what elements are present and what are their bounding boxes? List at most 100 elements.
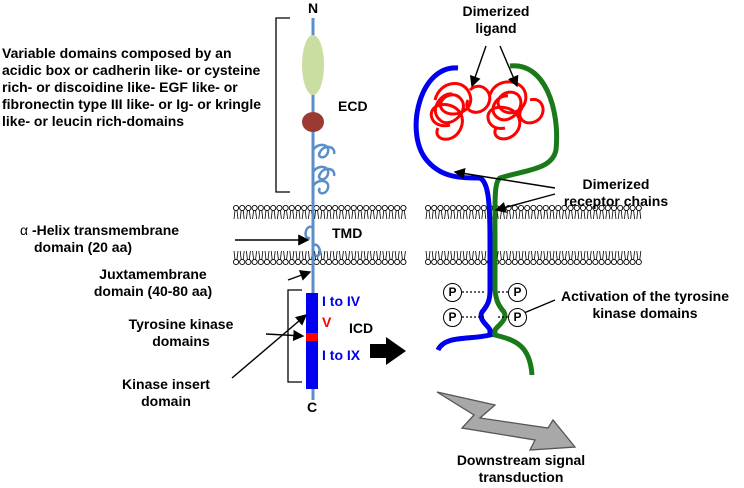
lipid-head [468, 250, 475, 266]
lipid-head [319, 204, 326, 220]
lipid-head [263, 250, 271, 266]
downstream-line-2: transduction [478, 469, 564, 485]
lipid-head [449, 250, 456, 266]
lipid-head [536, 250, 543, 266]
lipid-head [344, 250, 351, 266]
transition-arrow [370, 337, 406, 365]
lipid-head [573, 250, 580, 266]
lipid-head [474, 204, 481, 220]
icd-label: ICD [349, 320, 374, 336]
ecd-bracket [275, 17, 290, 193]
dimerized-ligand [429, 80, 545, 141]
lipid-head [325, 204, 333, 220]
activation-line-2: kinase domains [592, 305, 698, 321]
lipid-head [455, 204, 463, 220]
kinase-insert-v-label: V [322, 314, 332, 330]
lipid-head [257, 204, 264, 220]
tmd-label-box [325, 222, 375, 244]
lipid-head [592, 250, 599, 266]
lipid-head [232, 250, 240, 266]
tk-line-2: domains [152, 333, 210, 349]
lipid-head [530, 250, 537, 266]
lipid-head [400, 250, 407, 266]
lipid-head [344, 204, 351, 220]
ecd-domain-oval [302, 35, 324, 95]
signal-bolt [436, 391, 577, 451]
helix-label-line-1: -Helix transmembrane [28, 222, 180, 238]
kinase-insert-label: Kinase insert domain [96, 376, 236, 410]
lipid-head [251, 250, 258, 266]
tmd-label: TMD [332, 225, 363, 241]
lipid-head [623, 250, 630, 266]
lipid-head [437, 250, 444, 266]
lipid-head [387, 204, 395, 220]
lipid-head [499, 250, 506, 266]
lipid-head [325, 250, 333, 266]
lipid-head [424, 250, 432, 266]
lipid-head [517, 204, 525, 220]
lipid-head [437, 204, 444, 220]
kinase-insert [306, 333, 318, 341]
lipid-head [294, 250, 302, 266]
lipid-head [542, 250, 549, 266]
lipid-head [400, 204, 407, 220]
lipid-head [480, 250, 487, 266]
lipid-head [604, 250, 611, 266]
downstream-label: Downstream signal transduction [443, 452, 599, 486]
phospho-circle: P [508, 308, 527, 327]
ligand-line-1: Dimerized [462, 3, 530, 19]
lipid-head [431, 204, 438, 220]
lipid-head [524, 204, 531, 220]
lipid-head [468, 204, 475, 220]
lipid-head [313, 204, 320, 220]
lipid-head [369, 250, 376, 266]
lipid-head [332, 204, 339, 220]
lipid-head [313, 250, 320, 266]
lipid-head [394, 204, 401, 220]
lipid-head [350, 250, 357, 266]
lipid-head [474, 250, 481, 266]
lipid-head [338, 250, 345, 266]
ki-line-1: Kinase insert [122, 376, 210, 392]
lipid-head [462, 250, 469, 266]
lipid-head [338, 204, 345, 220]
lipid-head [270, 204, 277, 220]
kinase-domain-1 [306, 293, 318, 333]
lipid-head [288, 204, 295, 220]
ligand-line-2: ligand [475, 20, 517, 36]
lipid-head [431, 250, 438, 266]
lipid-head [443, 250, 450, 266]
lipid-head [455, 250, 463, 266]
lipid-head [462, 204, 469, 220]
lipid-head [282, 250, 289, 266]
phospho-circle: P [508, 283, 527, 302]
lipid-head [350, 204, 357, 220]
receptor-chain-green [492, 63, 560, 376]
icd-bracket [287, 289, 302, 383]
lipid-head [301, 204, 308, 220]
lipid-head [282, 204, 289, 220]
n-terminus-label: N [308, 0, 319, 16]
lipid-head [517, 250, 525, 266]
ecd-loops [311, 143, 336, 195]
lipid-head [294, 204, 302, 220]
helix-label-line-2: domain (20 aa) [34, 239, 133, 255]
lipid-head [542, 204, 549, 220]
tk-line-1: Tyrosine kinase [128, 316, 234, 332]
lipid-head [288, 250, 295, 266]
lipid-head [394, 250, 401, 266]
lipid-head [511, 250, 518, 266]
lipid-head [424, 204, 432, 220]
c-terminus-label: C [307, 399, 318, 415]
lipid-head [257, 250, 264, 266]
lipid-head [356, 250, 364, 266]
downstream-line-1: Downstream signal [456, 452, 586, 468]
lipid-head [301, 250, 308, 266]
lipid-head [381, 204, 388, 220]
lipid-head [332, 250, 339, 266]
dimerized-ligand-label: Dimerized ligand [448, 3, 544, 37]
phospho-circle: P [443, 308, 462, 327]
lipid-head [381, 250, 388, 266]
lipid-head [449, 204, 456, 220]
